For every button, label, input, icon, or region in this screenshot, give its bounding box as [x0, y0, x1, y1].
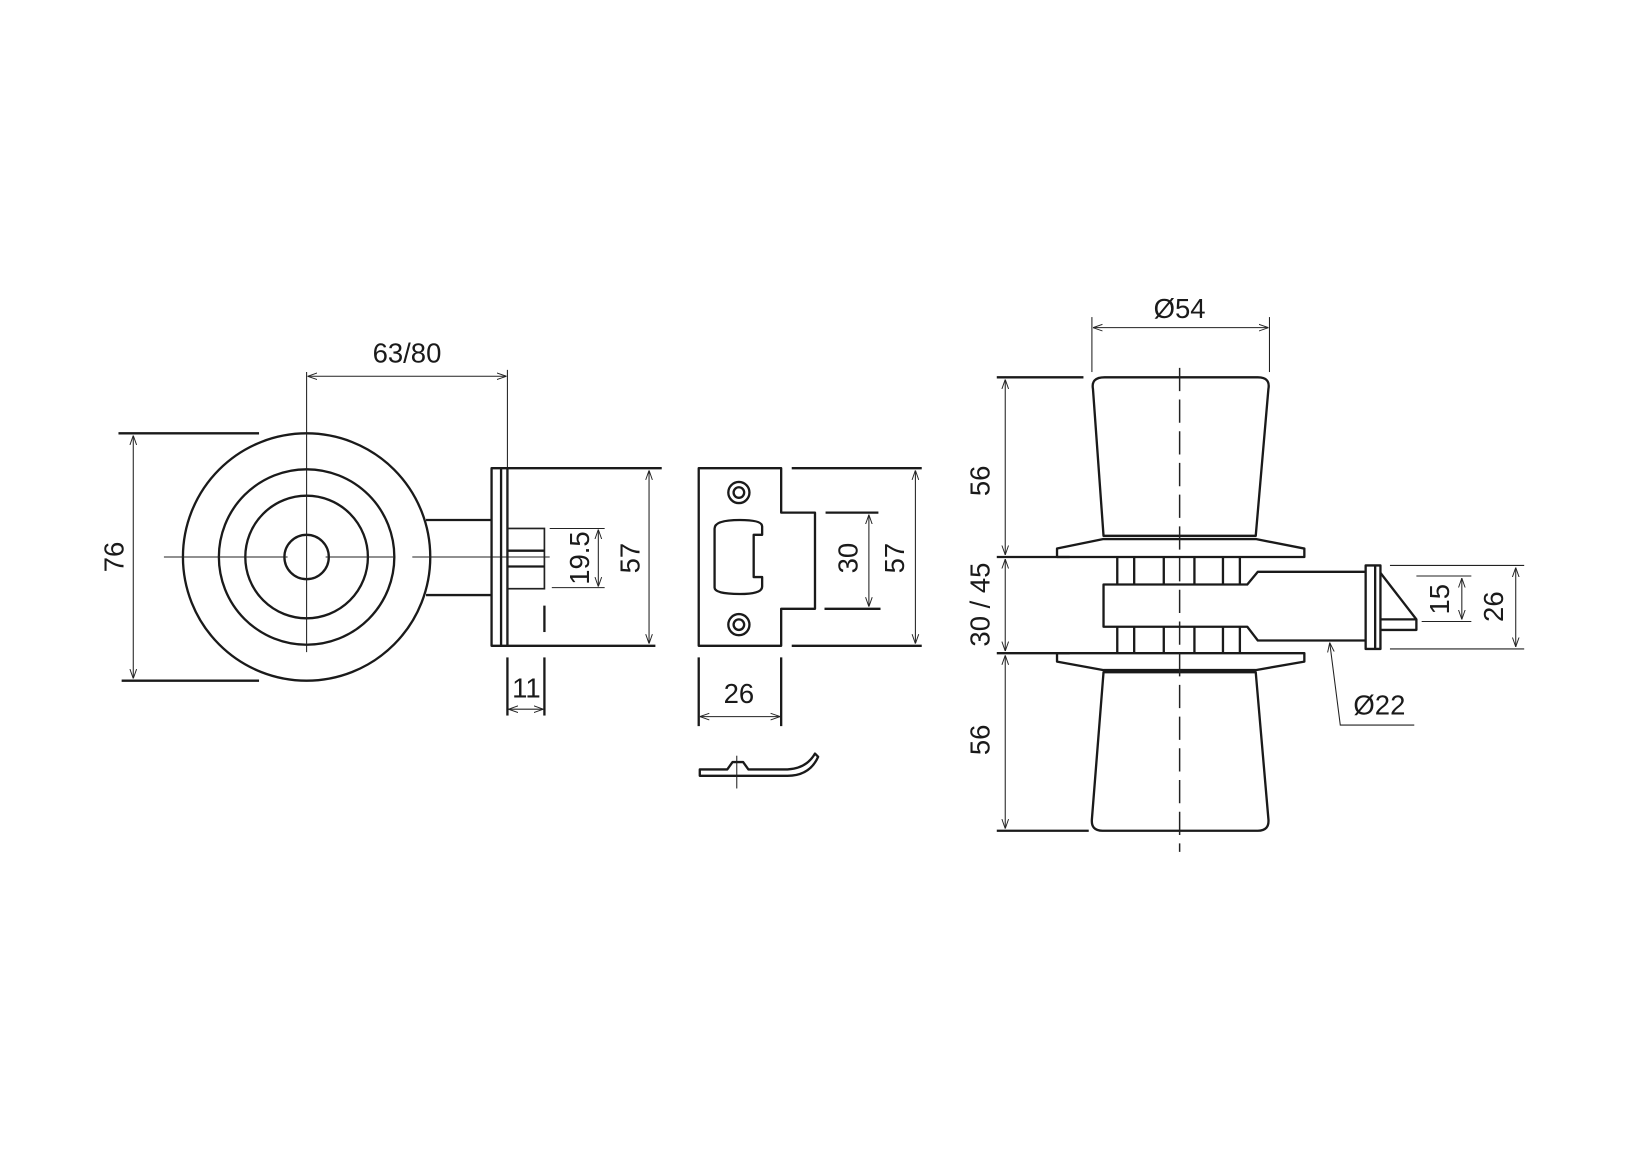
dim-knob-diameter: Ø54	[1154, 293, 1206, 324]
dim-strike-height: 57	[879, 543, 910, 574]
dim-spindle-diameter: Ø22	[1353, 689, 1405, 720]
dim-knob-length-top: 56	[964, 466, 995, 497]
dim-door-thickness: 30 / 45	[964, 563, 995, 647]
spindle-ribs	[1116, 557, 1242, 654]
screw-hole-top-inner	[732, 486, 746, 499]
latch-side-view: 76 63/80 19.5 57 11	[99, 338, 662, 716]
rose-bottom	[1055, 652, 1306, 672]
dim-faceplate-height: 57	[615, 543, 646, 574]
strike-slot	[713, 518, 764, 596]
dim-strike-lip: 30	[832, 543, 863, 574]
strike-plate-view: 30 57 26	[697, 467, 922, 789]
knob-faceplate	[1364, 564, 1382, 651]
knob-bottom	[1090, 671, 1270, 832]
dim-faceplate-thickness: 11	[512, 673, 541, 704]
dim-latch-bolt: 19.5	[564, 531, 595, 584]
screw-hole-bottom-inner	[732, 618, 746, 632]
latch-bolt-profile	[1379, 572, 1418, 632]
dim-bolt: 15	[1424, 584, 1455, 615]
knob-side-view: Ø54 56 30 / 45 56 15 26 Ø22	[964, 293, 1525, 852]
latch-bolt	[506, 527, 546, 590]
strike-plate-profile	[698, 752, 820, 777]
leader-line	[1330, 643, 1415, 726]
screw-hole-bottom	[727, 612, 751, 637]
latch-body	[1102, 570, 1366, 642]
dim-strike-width: 26	[724, 678, 755, 709]
strike-plate	[697, 467, 817, 647]
dim-rose-height: 76	[99, 542, 130, 573]
dim-knob-length-bottom: 56	[964, 725, 995, 756]
dim-faceplate-width: 26	[1478, 591, 1509, 622]
knob-top	[1091, 376, 1270, 538]
rose-top	[1055, 537, 1306, 559]
screw-hole-top	[727, 480, 751, 505]
dim-backset: 63/80	[373, 338, 442, 369]
